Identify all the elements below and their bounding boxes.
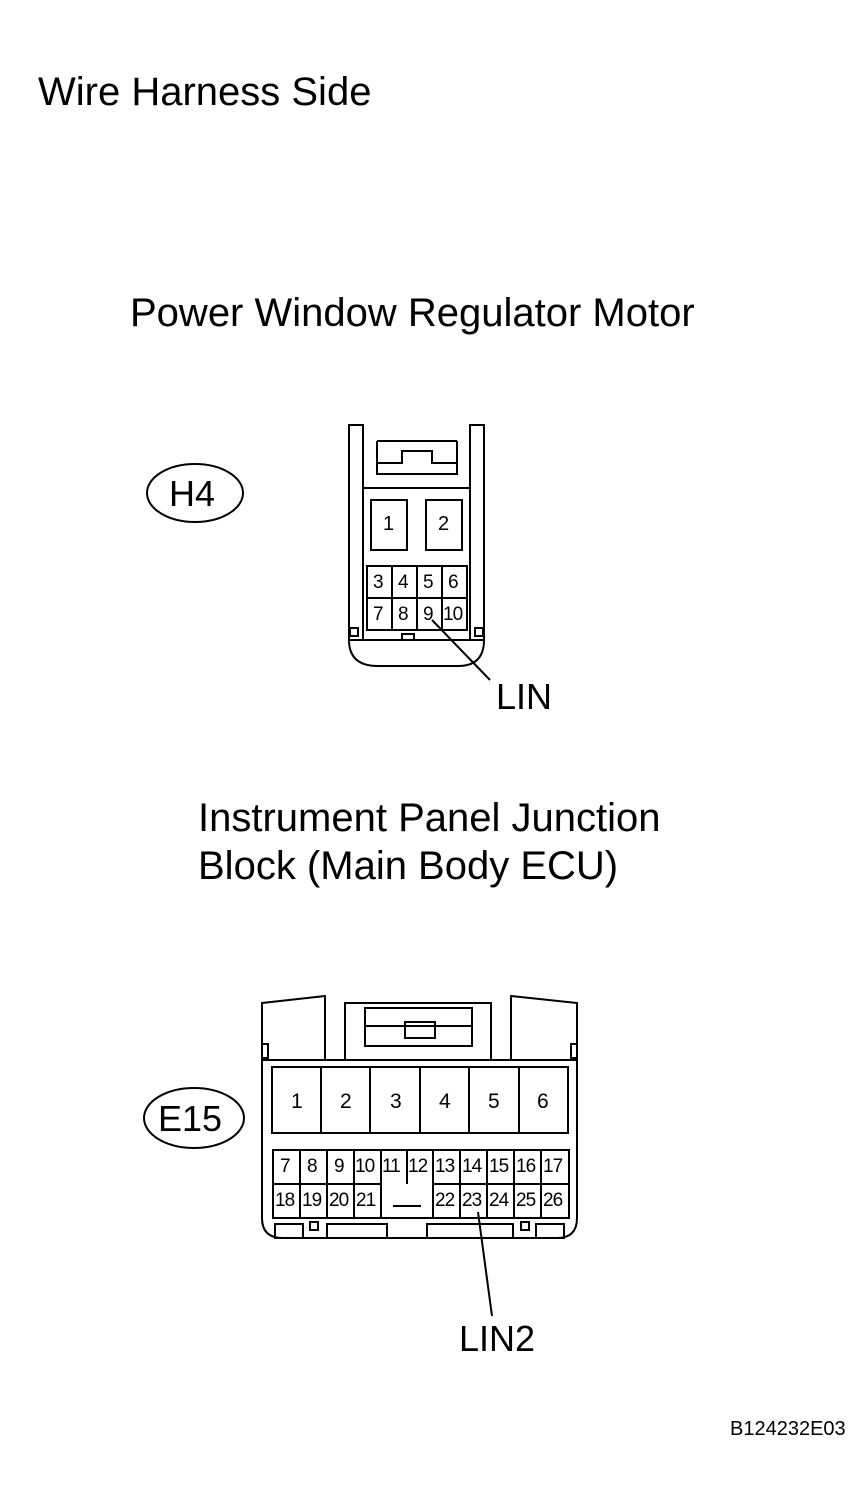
e15-pin-1-label: 1 <box>291 1090 303 1113</box>
e15-pin-9-label: 9 <box>334 1156 345 1177</box>
e15-pin-20-label: 20 <box>329 1190 349 1211</box>
h4-pin-1-label: 1 <box>383 513 395 535</box>
e15-component-name-line1: Instrument Panel Junction <box>198 796 661 840</box>
h4-code: H4 <box>169 473 216 514</box>
e15-pin-5-label: 5 <box>488 1090 500 1113</box>
h4-pin-1 <box>370 499 408 551</box>
e15-pin-21-label: 21 <box>356 1190 376 1211</box>
h4-code-ellipse <box>146 463 244 523</box>
e15-pin-6-label: 6 <box>537 1090 549 1113</box>
e15-pin-7-label: 7 <box>280 1156 291 1177</box>
e15-pin-18-label: 18 <box>275 1190 295 1211</box>
e15-lin2-leader <box>477 1211 493 1317</box>
e15-connector <box>143 994 578 1317</box>
h4-connector <box>146 424 491 681</box>
e15-pin-13-label: 13 <box>435 1156 455 1177</box>
h4-pin-10-label: 10 <box>443 604 463 625</box>
e15-pin-8-label: 8 <box>307 1156 318 1177</box>
e15-component-name-line2: Block (Main Body ECU) <box>198 844 619 888</box>
e15-code: E15 <box>158 1098 223 1139</box>
e15-pin-24-label: 24 <box>489 1190 509 1211</box>
e15-pin-3-label: 3 <box>390 1090 402 1113</box>
e15-housing <box>261 994 578 1239</box>
e15-pin-17-label: 17 <box>543 1156 563 1177</box>
e15-pin-14-label: 14 <box>462 1156 482 1177</box>
e15-pin-22-label: 22 <box>435 1190 455 1211</box>
e15-latch <box>364 1007 473 1047</box>
e15-pin-11-label: 11 <box>382 1156 401 1177</box>
h4-pin-3-label: 3 <box>373 572 384 593</box>
h4-component-name: Power Window Regulator Motor <box>130 291 695 335</box>
figure-id: B124232E03 <box>730 1418 846 1440</box>
h4-pin-8-label: 8 <box>398 604 409 625</box>
e15-pin-26-label: 26 <box>543 1190 563 1211</box>
h4-pin-2 <box>425 499 463 551</box>
e15-lin2-callout: LIN2 <box>459 1318 536 1359</box>
h4-pin-4-label: 4 <box>398 572 409 593</box>
h4-pin-9-label: 9 <box>423 604 434 625</box>
e15-pin-12-label: 12 <box>408 1156 428 1177</box>
e15-pin-2-label: 2 <box>340 1090 352 1113</box>
h4-latch <box>376 450 458 475</box>
e15-pin-25-label: 25 <box>516 1190 536 1211</box>
h4-housing <box>348 424 485 667</box>
e15-pin-23-label: 23 <box>462 1190 482 1211</box>
e15-pin-10-label: 10 <box>355 1156 375 1177</box>
h4-lin-callout: LIN <box>496 676 553 717</box>
page-title: Wire Harness Side <box>38 70 372 114</box>
e15-pin-19-label: 19 <box>302 1190 322 1211</box>
e15-pin-16-label: 16 <box>516 1156 536 1177</box>
h4-pin-2-label: 2 <box>438 513 450 535</box>
h4-pin-5-label: 5 <box>423 572 434 593</box>
e15-code-ellipse <box>143 1087 245 1149</box>
h4-pin-6-label: 6 <box>448 572 459 593</box>
e15-pin-4-label: 4 <box>439 1090 451 1113</box>
e15-pin-15-label: 15 <box>489 1156 509 1177</box>
h4-pin-7-label: 7 <box>373 604 384 625</box>
h4-lin-leader <box>431 619 491 681</box>
